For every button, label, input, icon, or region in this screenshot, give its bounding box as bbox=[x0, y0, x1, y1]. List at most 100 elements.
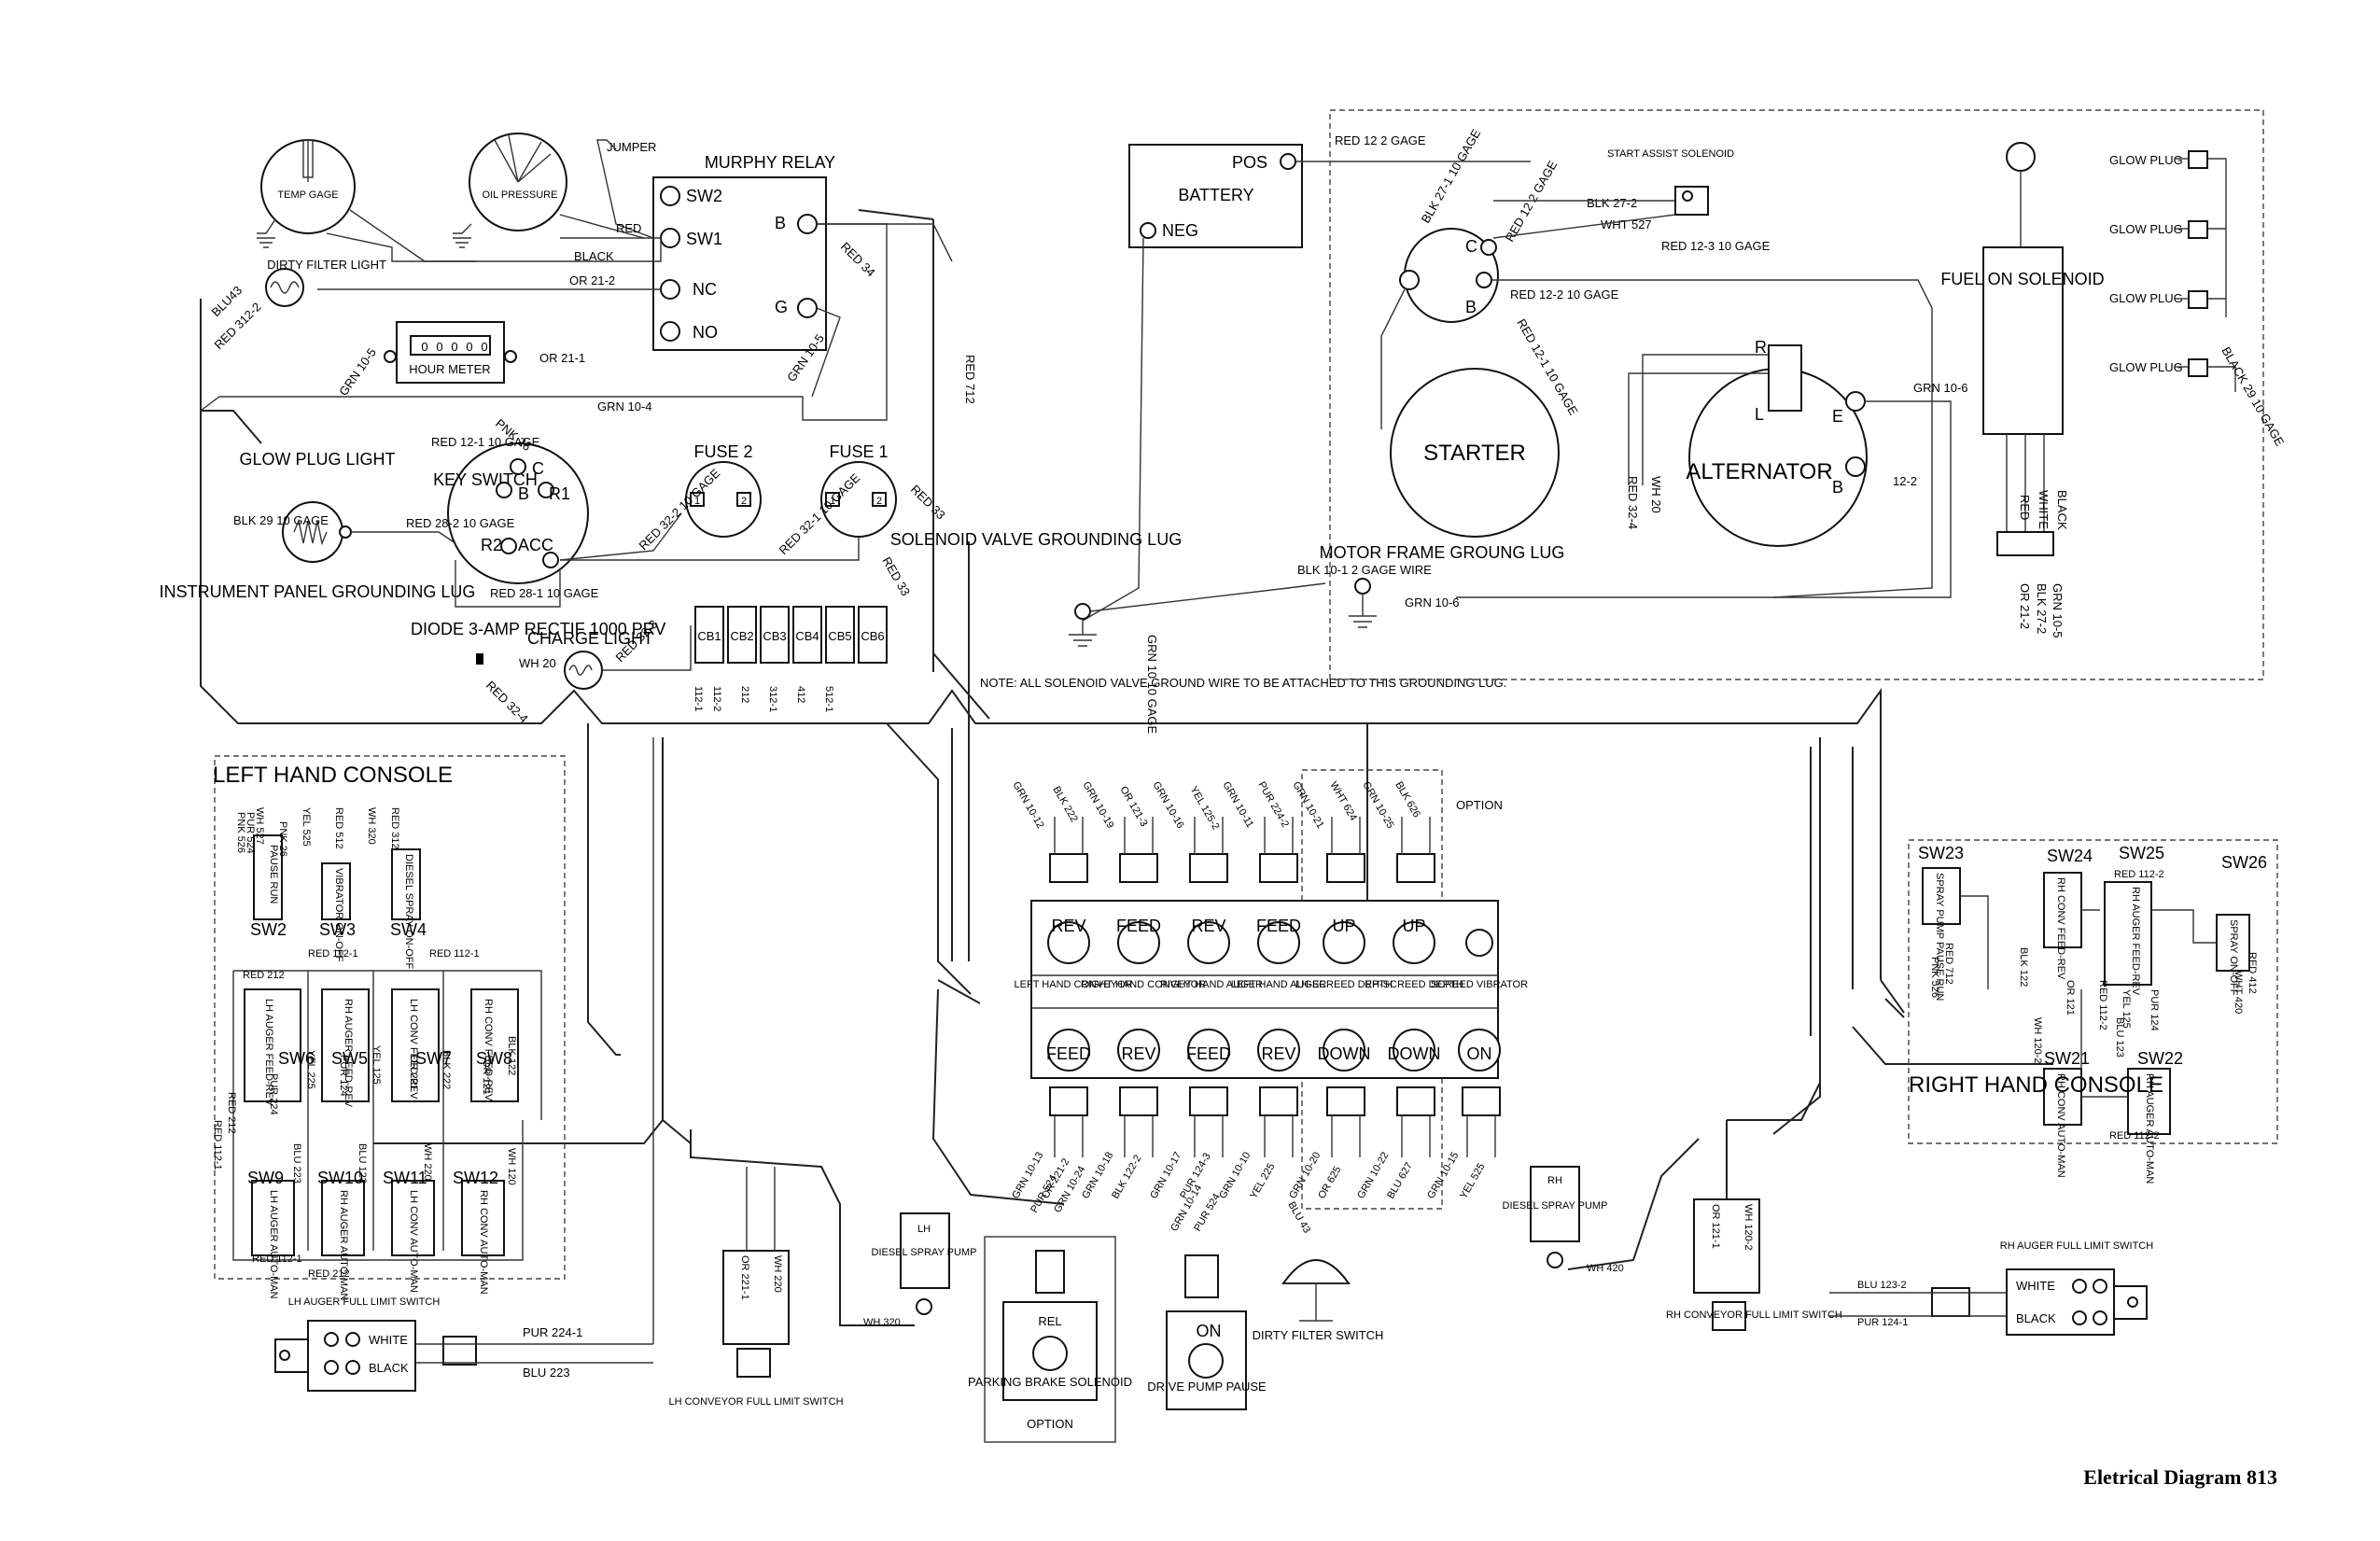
lh-wire: PUR 224 bbox=[268, 1073, 279, 1115]
rh-wire: RED 712 bbox=[1943, 943, 1954, 985]
valve-bottom: ON bbox=[1467, 1044, 1492, 1063]
rh-wire: WH 120-2 bbox=[2032, 1017, 2043, 1064]
cb4: CB4 bbox=[795, 629, 819, 643]
sw-label: PAUSE RUN bbox=[268, 845, 279, 904]
wire-red: RED bbox=[616, 221, 641, 235]
wire-grn-10-4: GRN 10-4 bbox=[597, 399, 652, 413]
cb-wire: 112-2 bbox=[711, 686, 722, 711]
lh-sw12: SW12 bbox=[453, 1169, 498, 1187]
lh-wire: YEL 125 bbox=[371, 1045, 382, 1085]
rh-wire: YEL 125 bbox=[2121, 989, 2132, 1029]
lh-pump-tag: LH bbox=[917, 1224, 931, 1235]
wire-wh-320: WH 320 bbox=[863, 1317, 901, 1328]
lh-wire: WH 320 bbox=[366, 807, 377, 845]
cb5: CB5 bbox=[828, 629, 851, 643]
lh-diesel-spray-pump: LH DIESEL SPRAY PUMP WH 320 bbox=[863, 1212, 977, 1328]
lh-wire: RED 212 bbox=[243, 970, 285, 981]
valve-row-top: REV FEED REV FEED UP UP bbox=[1047, 917, 1493, 964]
vwire-bottom: GRN 10-15 bbox=[1425, 1150, 1461, 1200]
sv-lug-label: SOLENOID VALVE GROUNDING LUG bbox=[890, 530, 1182, 549]
valve-function: LH-SCREED DEPTH bbox=[1295, 979, 1393, 990]
vwire-bottom: YEL 225 bbox=[1248, 1161, 1277, 1200]
lh-wire: WH 120 bbox=[506, 1148, 517, 1185]
relay-sw2: SW2 bbox=[686, 187, 722, 205]
engine-box bbox=[1329, 109, 2264, 680]
murphy-relay: MURPHY RELAY JUMPER SW2 SW1 NC NO B G bbox=[200, 139, 953, 421]
note: NOTE: ALL SOLENOID VALVE GROUND WIRE TO … bbox=[980, 676, 1506, 690]
main-harness bbox=[200, 209, 2053, 1326]
drive-pump-on: ON bbox=[1197, 1322, 1222, 1340]
wire-black: BLACK bbox=[574, 249, 614, 263]
alt-l: L bbox=[1755, 405, 1764, 424]
dirty-filter-switch: DIRTY FILTER SWITCH BLU 43 bbox=[1253, 1200, 1384, 1343]
lh-sw9: SW9 bbox=[247, 1169, 284, 1187]
vwire-top: BLK 626 bbox=[1393, 780, 1421, 820]
sw-label: RH AUGER FEED-REV bbox=[343, 999, 354, 1108]
lh-sw11: SW11 bbox=[383, 1169, 427, 1187]
lh-conveyor-full-limit-switch: OR 221-1 WH 220 LH CONVEYOR FULL LIMIT S… bbox=[668, 1167, 844, 1408]
instrument-panel-grounding-lug: INSTRUMENT PANEL GROUNDING LUG bbox=[160, 582, 476, 601]
sw-label: RH CONV AUTO-MAN bbox=[478, 1190, 489, 1295]
hour-digit: 0 bbox=[436, 340, 442, 354]
lh-wire: BLK 222 bbox=[441, 1050, 452, 1089]
wire-or-21-2: OR 21-2 bbox=[569, 273, 615, 287]
sw-label: RH AUGER AUTO-MAN bbox=[2144, 1073, 2155, 1184]
sw-label: LH AUGER AUTO-MAN bbox=[268, 1190, 279, 1299]
glow-plug-1: GLOW PLUG bbox=[2109, 153, 2183, 167]
wire-red-28-2: RED 28-2 10 GAGE bbox=[406, 516, 515, 530]
hour-meter-label: HOUR METER bbox=[409, 362, 490, 376]
cb-wire: 412 bbox=[795, 686, 806, 703]
rh-sw22: SW22 bbox=[2137, 1049, 2183, 1068]
rh-auger-black: BLACK bbox=[2016, 1311, 2056, 1325]
vwire-top: GRN 10-11 bbox=[1220, 780, 1255, 830]
start-assist-solenoid: START ASSIST SOLENOID BLK 27-2 WHT 527 R… bbox=[1492, 148, 1771, 253]
wire-or-21-2b: OR 21-2 bbox=[2018, 583, 2032, 629]
battery-neg: NEG bbox=[1162, 221, 1198, 240]
rh-wire: PUR 124 bbox=[2149, 989, 2160, 1031]
rh-auger-white: WHITE bbox=[2016, 1279, 2055, 1293]
fuse2-label: FUSE 2 bbox=[693, 442, 752, 461]
starter-label: STARTER bbox=[1423, 441, 1526, 466]
valve-bottom: FEED bbox=[1186, 1044, 1231, 1063]
cb-wire: 512-1 bbox=[823, 686, 834, 712]
starter: STARTER C B BLK 27-1 10 GAGE RED 12 2 GA… bbox=[1380, 126, 1933, 598]
fuse2-pin: 1 bbox=[694, 496, 700, 507]
dirty-filter-light: DIRTY FILTER LIGHT BLU43 RED 312-2 bbox=[209, 258, 386, 352]
valve-function: RIGHT HAND AUGER bbox=[1160, 979, 1263, 990]
fuel-on-solenoid-label: FUEL ON SOLENOID bbox=[1940, 270, 2104, 288]
sw-label: LH AUGER FEED-REV bbox=[263, 999, 274, 1106]
vwire-top: PUR 224-2 bbox=[1255, 780, 1291, 830]
right-hand-console-label: RIGHT HAND CONSOLE bbox=[1909, 1072, 2163, 1098]
wire-red-32-4: RED 32-4 bbox=[483, 679, 531, 726]
fuse1-label: FUSE 1 bbox=[829, 442, 888, 461]
wire-wh-20: WH 20 bbox=[519, 656, 556, 670]
lh-wire: RED 512 bbox=[333, 807, 344, 849]
sw-label: SPRAY ON-OFF bbox=[2228, 919, 2239, 996]
valve-bottom: REV bbox=[1261, 1044, 1295, 1063]
wire-wht-527: WHT 527 bbox=[1601, 217, 1652, 231]
option-label: OPTION bbox=[1456, 798, 1503, 812]
oil-pressure-label: OIL PRESSURE bbox=[483, 189, 558, 201]
diode: DIODE 3-AMP RECTIF 1000 PRV CHARGE LIGHT… bbox=[411, 617, 692, 726]
valve-top: FEED bbox=[1256, 917, 1301, 935]
wire-blk-29: BLK 29 10 GAGE bbox=[233, 513, 329, 527]
lh-pump-label: DIESEL SPRAY PUMP bbox=[872, 1247, 977, 1258]
valve-function: LEFT HAND AUGER bbox=[1231, 979, 1327, 990]
starter-c: C bbox=[1465, 237, 1477, 256]
starter-b: B bbox=[1465, 298, 1477, 316]
lh-conv-limit-label: LH CONVEYOR FULL LIMIT SWITCH bbox=[668, 1396, 843, 1408]
wire-blu-223: BLU 223 bbox=[523, 1366, 570, 1380]
battery-title: BATTERY bbox=[1178, 186, 1253, 204]
lh-wire: OR 221 bbox=[408, 1055, 419, 1090]
vwire-bottom: BLU 627 bbox=[1385, 1160, 1415, 1200]
wire-white: WHITE bbox=[2037, 490, 2051, 529]
valve-function: RH-SCREED DEPTH bbox=[1365, 979, 1463, 990]
wire-wh-120-2: WH 120-2 bbox=[1743, 1204, 1754, 1251]
rh-conveyor-full-limit-switch: OR 121-1 WH 120-2 RH CONVEYOR FULL LIMIT… bbox=[1666, 1198, 1842, 1331]
lh-sw8: SW8 bbox=[476, 1049, 512, 1068]
lh-auger-black: BLACK bbox=[369, 1361, 409, 1375]
lh-auger-limit-label: LH AUGER FULL LIMIT SWITCH bbox=[288, 1296, 441, 1308]
lh-sw7: SW7 bbox=[415, 1049, 452, 1068]
key-switch-title: KEY SWITCH bbox=[433, 470, 538, 489]
